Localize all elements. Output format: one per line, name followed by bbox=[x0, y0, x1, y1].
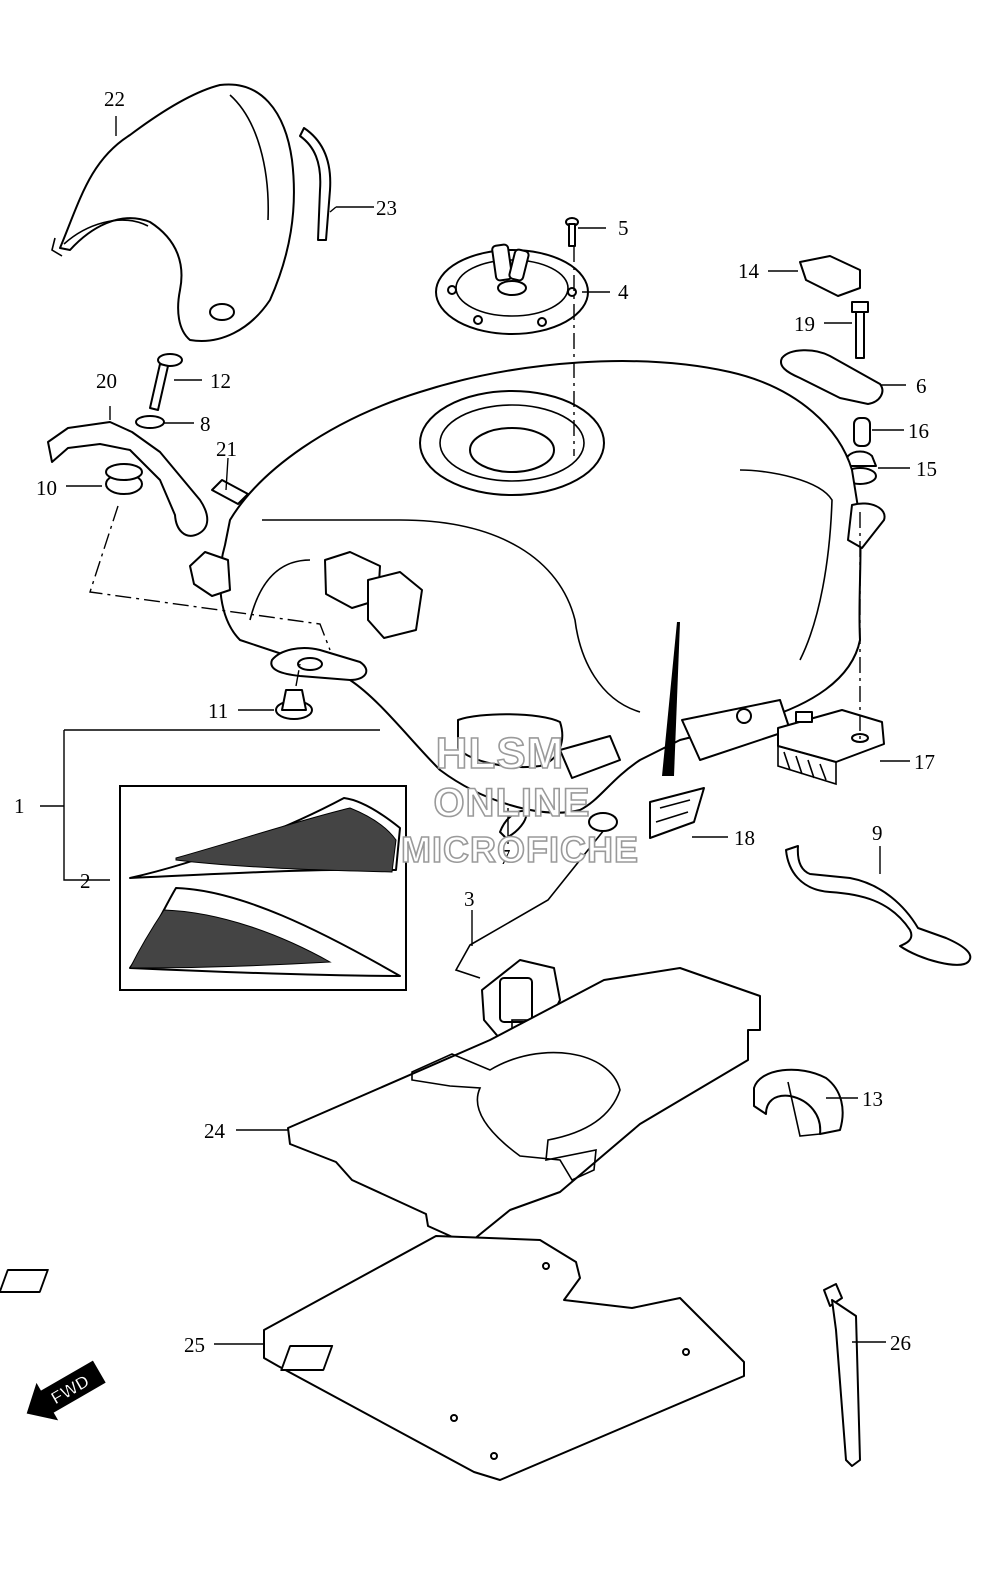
callout-8: 8 bbox=[200, 412, 211, 436]
watermark-line1: HLSM bbox=[436, 729, 565, 778]
part-17-cushion-block bbox=[777, 709, 885, 786]
part-23-seal-strip bbox=[299, 127, 332, 241]
callout-5: 5 bbox=[618, 216, 629, 240]
callout-21: 21 bbox=[216, 437, 237, 461]
callout-3: 3 bbox=[464, 887, 475, 911]
callout-4: 4 bbox=[618, 280, 629, 304]
callout-9: 9 bbox=[872, 821, 883, 845]
part-14-cushion bbox=[799, 255, 861, 297]
callout-10: 10 bbox=[36, 476, 57, 500]
part-6-bracket bbox=[780, 349, 884, 405]
watermark-line2: ONLINE bbox=[433, 781, 590, 825]
callout-14: 14 bbox=[738, 259, 760, 283]
callout-19: 19 bbox=[794, 312, 815, 336]
callout-2: 2 bbox=[80, 869, 91, 893]
watermark-line3: MICROFICHE bbox=[401, 829, 639, 870]
leader-lines bbox=[40, 116, 910, 1345]
callout-7: 7 bbox=[500, 845, 511, 869]
part-12-screw bbox=[149, 353, 183, 411]
callout-25: 25 bbox=[184, 1333, 205, 1357]
part-10-grommet bbox=[105, 463, 143, 495]
callout-15: 15 bbox=[916, 457, 937, 481]
part-20-bracket bbox=[47, 421, 209, 537]
callout-17: 17 bbox=[914, 750, 935, 774]
callout-13: 13 bbox=[862, 1087, 883, 1111]
callout-12: 12 bbox=[210, 369, 231, 393]
callout-18: 18 bbox=[734, 826, 755, 850]
part-9-hose bbox=[785, 845, 972, 966]
fuel-tank-body bbox=[189, 360, 886, 814]
callout-22: 22 bbox=[104, 87, 125, 111]
watermark: HLSM ONLINE MICROFICHE bbox=[400, 728, 639, 871]
part-11-grommet bbox=[275, 689, 313, 720]
part-25-shield-plate bbox=[0, 1235, 745, 1481]
part-24-insulator bbox=[287, 967, 761, 1245]
callout-23: 23 bbox=[376, 196, 397, 220]
part-24-cutout bbox=[411, 1051, 621, 1182]
part-4-fuel-cap bbox=[435, 243, 589, 335]
part-13-clamp bbox=[753, 1068, 844, 1137]
part-18-emblem bbox=[649, 787, 705, 839]
callout-1: 1 bbox=[14, 794, 25, 818]
callout-6: 6 bbox=[916, 374, 927, 398]
callout-24: 24 bbox=[204, 1119, 226, 1143]
part-19-bolt bbox=[851, 301, 869, 359]
part-5-screw bbox=[565, 217, 579, 247]
part-26-cable-tie bbox=[823, 1283, 861, 1467]
callout-20: 20 bbox=[96, 369, 117, 393]
fwd-arrow-icon: FWD bbox=[26, 1360, 106, 1421]
callout-26: 26 bbox=[890, 1331, 911, 1355]
part-22-meter-cover bbox=[51, 83, 295, 342]
assembly-lines bbox=[89, 246, 861, 740]
callout-16: 16 bbox=[908, 419, 929, 443]
part-8-washer bbox=[135, 415, 165, 429]
part-2-decal-box bbox=[119, 785, 407, 991]
divider-wedge bbox=[662, 622, 680, 776]
callout-11: 11 bbox=[208, 699, 228, 723]
callout-labels: 1 2 3 4 5 6 7 8 9 10 11 12 13 14 15 16 1… bbox=[14, 87, 937, 1357]
part-16-spacer bbox=[853, 417, 871, 447]
